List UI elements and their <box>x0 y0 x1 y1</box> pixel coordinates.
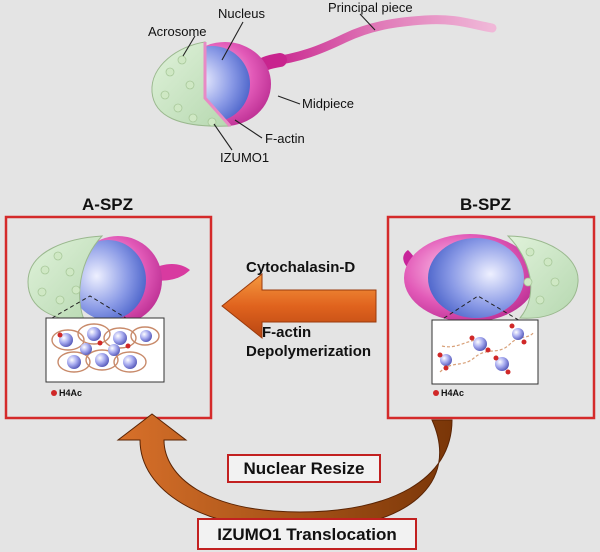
a-spz-chromatin-condensed <box>51 323 160 373</box>
a-spz-title: A-SPZ <box>82 195 133 214</box>
label-izumo1: IZUMO1 <box>220 150 269 165</box>
curved-return-arrow <box>116 413 453 531</box>
f-actin-layer <box>203 42 232 127</box>
acrosome-dots <box>160 55 217 127</box>
left-arrow <box>221 272 377 340</box>
a-spz-panel <box>4 215 213 420</box>
label-midpiece: Midpiece <box>302 96 354 111</box>
b-spz-chromatin-relaxed <box>437 323 535 375</box>
nuclear-resize-label: Nuclear Resize <box>244 459 365 478</box>
izumo1-translocation-box <box>197 518 417 550</box>
label-acrosome: Acrosome <box>148 24 207 39</box>
b-spz-panel <box>386 215 596 420</box>
a-spz-legend-dot <box>51 390 57 396</box>
a-spz-sperm-head <box>27 235 190 324</box>
izumo1-translocation-label: IZUMO1 Translocation <box>217 525 396 544</box>
arrow-label-treatment: Cytochalasin-D <box>246 259 355 276</box>
label-nucleus: Nucleus <box>218 6 265 21</box>
b-spz-sperm-head <box>403 234 579 323</box>
a-spz-legend-label: H4Ac <box>59 388 82 398</box>
nuclear-resize-box <box>227 454 381 483</box>
b-spz-chromatin-inset <box>431 319 539 385</box>
b-spz-legend-label: H4Ac <box>441 388 464 398</box>
principal-piece-tail <box>263 15 497 67</box>
label-f-actin: F-actin <box>265 131 305 146</box>
b-spz-legend-dot <box>433 390 439 396</box>
arrow-label-effect-2: Depolymerization <box>246 343 371 360</box>
arrow-label-effect-1: F-actin <box>262 324 311 341</box>
label-principal-piece: Principal piece <box>328 0 413 15</box>
label-pointers <box>182 13 376 151</box>
b-spz-title: B-SPZ <box>460 195 511 214</box>
sperm-illustration <box>151 13 497 151</box>
